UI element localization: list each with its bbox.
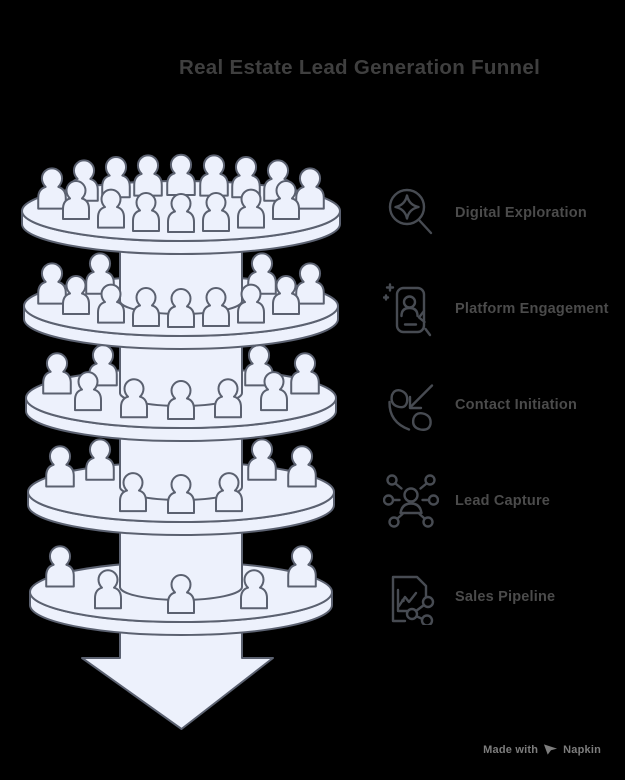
person-figure <box>237 188 265 229</box>
napkin-pen-icon <box>544 744 558 755</box>
legend-item: Lead Capture <box>383 473 609 529</box>
legend-item: Contact Initiation <box>383 377 609 433</box>
legend-item: Digital Exploration <box>383 185 609 241</box>
person-figure <box>167 193 195 233</box>
person-figure <box>167 474 195 514</box>
search-sparkle-icon <box>383 185 439 241</box>
person-figure <box>133 154 163 197</box>
person-figure <box>287 545 317 588</box>
person-figure <box>247 438 277 481</box>
legend: Digital Exploration Platform Engagement … <box>383 185 609 625</box>
person-figure <box>167 380 195 420</box>
diagram-title: Real Estate Lead Generation Funnel <box>179 56 541 79</box>
person-figure <box>167 288 195 328</box>
incoming-call-icon <box>383 377 439 433</box>
person-figure <box>119 472 147 513</box>
person-figure <box>166 153 196 197</box>
person-figure <box>215 472 243 513</box>
person-figure <box>240 569 268 610</box>
legend-label: Sales Pipeline <box>455 589 556 605</box>
person-figure <box>231 156 261 199</box>
person-figure <box>45 445 75 488</box>
person-figure <box>295 167 325 210</box>
funnel-level-1 <box>21 153 341 255</box>
person-figure <box>290 352 320 395</box>
person-figure <box>295 262 325 305</box>
made-with-text: Made with <box>483 743 539 756</box>
person-figure <box>260 371 288 412</box>
pipeline-document-icon <box>383 569 439 625</box>
person-figure <box>272 275 300 315</box>
person-figure <box>85 438 115 481</box>
person-figure <box>62 275 90 315</box>
legend-label: Contact Initiation <box>455 397 578 413</box>
person-figure <box>167 574 195 614</box>
legend-item: Platform Engagement <box>383 281 609 337</box>
mobile-engagement-icon <box>383 281 439 337</box>
legend-item: Sales Pipeline <box>383 569 609 625</box>
person-figure <box>287 445 317 488</box>
made-with-badge: Made with Napkin <box>483 742 601 757</box>
person-figure <box>202 192 230 232</box>
person-figure <box>85 252 115 295</box>
person-figure <box>199 154 229 197</box>
lead-network-icon <box>383 473 439 529</box>
person-figure <box>214 378 242 419</box>
person-figure <box>37 262 67 305</box>
person-figure <box>132 287 160 327</box>
person-figure <box>97 283 125 324</box>
person-figure <box>202 287 230 327</box>
person-figure <box>247 252 277 295</box>
person-figure <box>97 188 125 229</box>
brand-text: Napkin <box>563 743 601 756</box>
person-figure <box>74 371 102 412</box>
legend-label: Lead Capture <box>455 493 551 509</box>
person-figure <box>45 545 75 588</box>
person-figure <box>272 180 300 220</box>
person-figure <box>42 352 72 395</box>
person-figure <box>62 180 90 220</box>
legend-label: Platform Engagement <box>455 301 609 317</box>
funnel-level-5 <box>29 492 333 636</box>
person-figure <box>132 192 160 232</box>
person-figure <box>94 569 122 610</box>
person-figure <box>120 378 148 419</box>
legend-label: Digital Exploration <box>455 205 587 221</box>
person-figure <box>237 283 265 324</box>
person-figure <box>37 167 67 210</box>
person-figure <box>101 156 131 199</box>
